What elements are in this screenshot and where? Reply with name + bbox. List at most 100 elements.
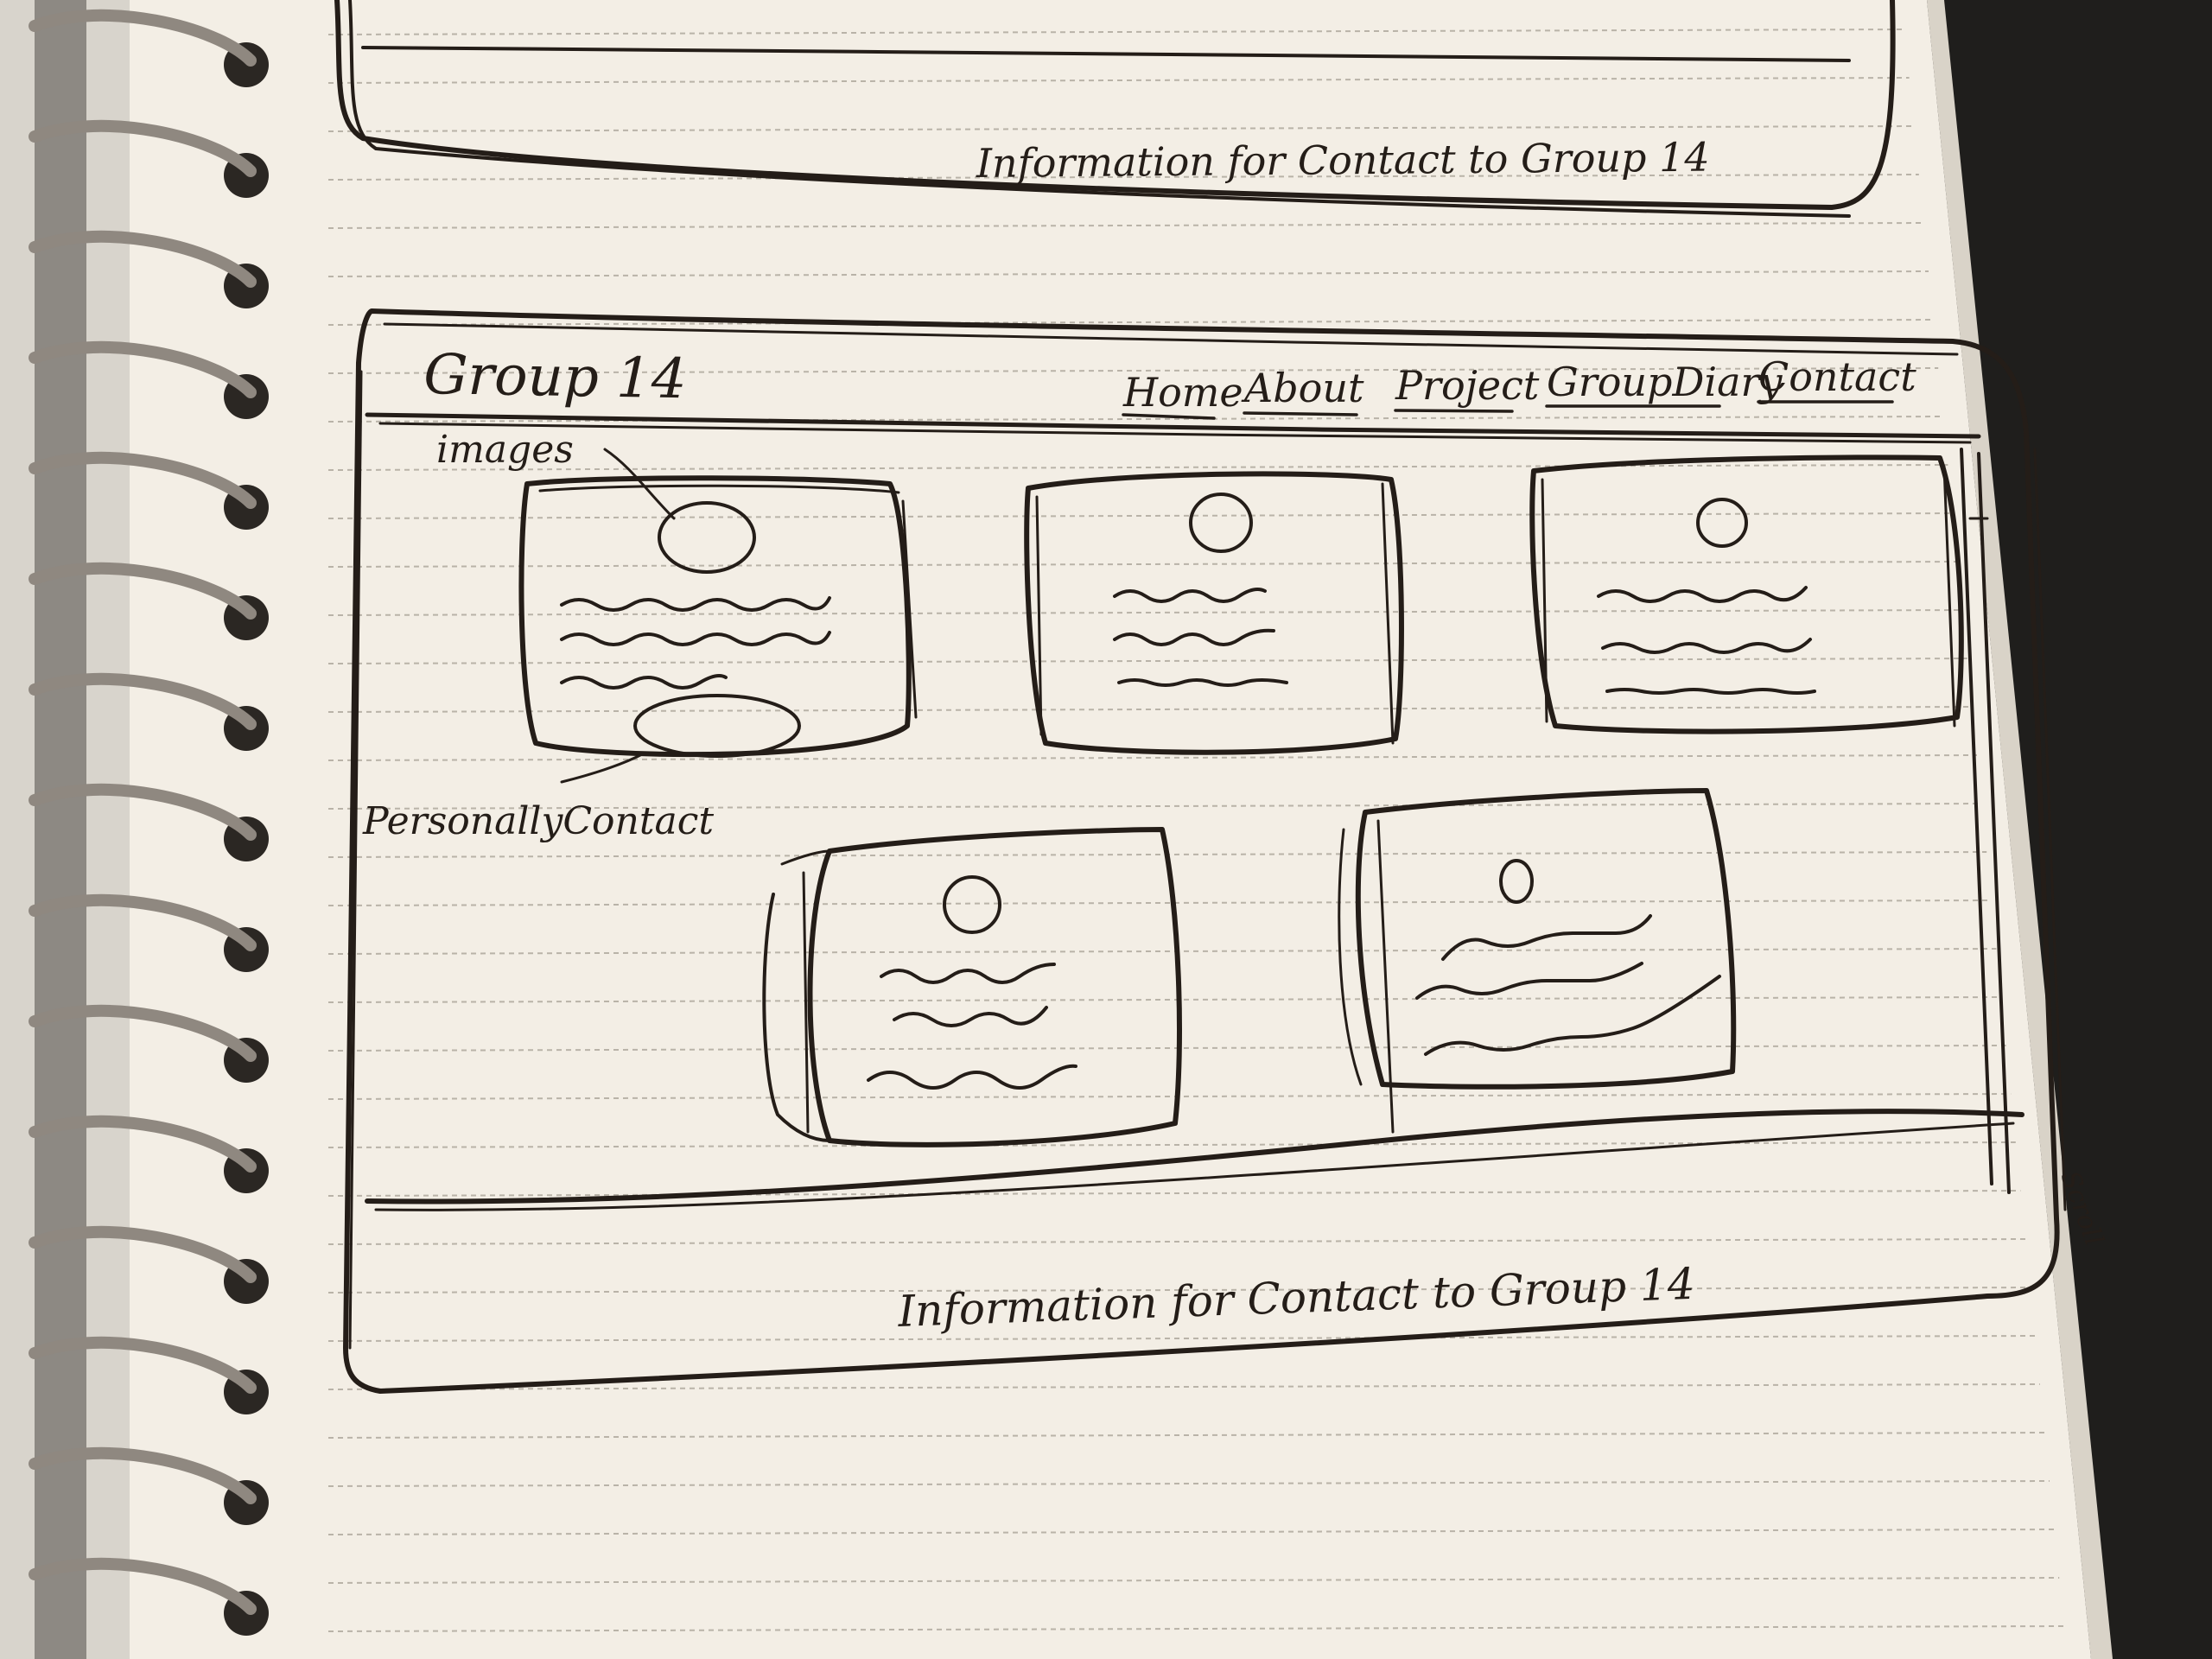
card-4[interactable]	[762, 827, 1182, 1147]
ruled-line	[327, 464, 1948, 471]
card-1-image-placeholder	[658, 501, 756, 574]
card-3-text-line	[1601, 638, 1812, 654]
card-1-frame	[518, 475, 912, 758]
card-4-frame	[807, 827, 1182, 1147]
card-3-text-line	[1605, 688, 1816, 695]
binding-ring	[29, 340, 257, 398]
card-1-contact-button[interactable]	[633, 694, 801, 758]
ruled-line	[327, 512, 1954, 519]
card-2-frame	[1024, 471, 1404, 755]
ruled-line	[327, 29, 1905, 35]
binding-ring	[29, 119, 257, 177]
site-logo: Group 14	[423, 343, 687, 411]
main-nav: Home About Project GroupDiary Contact	[1122, 353, 1916, 420]
top-panel-footer-text: Information for Contact to Group 14	[976, 134, 1710, 187]
content-bottom-border-overstroke	[374, 1122, 2015, 1211]
ruled-line	[327, 319, 1934, 326]
ruled-line	[327, 899, 1992, 906]
main-panel-frame-overstroke	[348, 322, 2067, 1350]
card-2-frame-overstroke	[1035, 482, 1395, 745]
ruled-line	[327, 948, 1997, 955]
binding-ring	[29, 9, 257, 67]
ruled-line	[327, 1432, 2045, 1439]
ruled-line	[327, 416, 1943, 423]
ruled-line	[327, 270, 1929, 277]
header-divider-overstroke	[378, 422, 1972, 444]
card-4-image-placeholder	[943, 875, 1001, 934]
ruled-line	[327, 706, 1973, 713]
ruled-line	[327, 1383, 2040, 1390]
contact-annotation-arrow	[560, 752, 645, 784]
top-panel-frame	[334, 0, 1896, 210]
nav-project-underline	[1394, 409, 1514, 413]
nav-item-contact[interactable]: Contact	[1758, 353, 1916, 400]
images-annotation: images	[436, 428, 574, 472]
card-2-text-line	[1113, 588, 1267, 603]
binding-ring	[29, 451, 257, 509]
nav-item-groupdiary[interactable]: GroupDiary	[1547, 359, 1783, 405]
nav-item-about[interactable]: About	[1241, 365, 1364, 411]
ruled-line	[327, 1480, 2050, 1487]
card-1[interactable]	[518, 475, 918, 758]
card-5-text-line	[1441, 914, 1652, 961]
ruled-line	[327, 1577, 2060, 1584]
binding-ring	[29, 1225, 257, 1283]
card-4-stack-edge	[762, 893, 831, 1142]
ruled-line	[327, 996, 2002, 1003]
card-2-text-line	[1113, 628, 1275, 646]
spiral-binding	[29, 9, 269, 1636]
card-5-frame-overstroke	[1338, 819, 1395, 1134]
card-4-text-line	[893, 1006, 1048, 1027]
card-3-text-line	[1597, 586, 1808, 603]
binding-ring	[29, 1557, 257, 1615]
card-3[interactable]	[1529, 454, 1964, 734]
scrollbar-track[interactable]	[1960, 448, 2011, 1194]
ruled-line	[327, 1190, 2021, 1197]
binding-ring	[29, 1115, 257, 1173]
nav-item-home[interactable]: Home	[1122, 369, 1243, 416]
ruled-line	[327, 609, 1963, 616]
ruled-line	[327, 174, 1919, 181]
card-1-text-line	[560, 631, 831, 646]
window-frame	[35, 0, 86, 1659]
binding-ring	[29, 1004, 257, 1062]
ruled-line	[327, 367, 1939, 374]
nav-item-project[interactable]: Project	[1395, 362, 1540, 409]
ruled-line	[327, 851, 1987, 858]
personally-contact-annotation: PersonallyContact	[362, 799, 714, 843]
card-2[interactable]	[1024, 471, 1404, 755]
top-panel-footer-divider	[361, 46, 1851, 62]
card-5-text-line	[1415, 962, 1643, 1000]
card-1-frame-overstroke	[538, 484, 918, 719]
top-wireframe-panel: Information for Contact to Group 14	[334, 0, 1896, 218]
nav-about-underline	[1243, 411, 1358, 416]
card-1-text-line	[560, 596, 831, 612]
nav-home-underline	[1122, 413, 1216, 420]
ruled-line	[327, 125, 1915, 132]
card-1-text-line	[560, 674, 728, 690]
card-4-text-line	[867, 1064, 1077, 1090]
card-5-image-placeholder	[1499, 859, 1534, 904]
card-3-frame-overstroke	[1541, 465, 1956, 728]
binding-ring	[29, 672, 257, 730]
header-divider	[365, 412, 1981, 439]
top-panel-frame-overstroke	[348, 0, 1851, 218]
card-2-text-line	[1117, 678, 1288, 687]
ruled-line	[327, 1238, 2026, 1245]
card-5[interactable]	[1338, 788, 1737, 1134]
page-edge-shadow	[1927, 0, 2113, 1659]
binding-ring	[29, 562, 257, 620]
card-3-image-placeholder	[1696, 498, 1748, 548]
binding-ring	[29, 1336, 257, 1394]
card-4-text-line	[880, 963, 1056, 984]
card-5-frame	[1355, 788, 1737, 1090]
ruled-line	[327, 1529, 2055, 1535]
ruled-line	[327, 77, 1910, 84]
card-5-text-line	[1424, 975, 1721, 1056]
binding-ring	[29, 230, 257, 288]
card-4-frame-overstroke	[780, 849, 831, 1134]
binding-ring	[29, 893, 257, 951]
ruled-lines	[327, 29, 2064, 1632]
ruled-line	[327, 1093, 2012, 1100]
